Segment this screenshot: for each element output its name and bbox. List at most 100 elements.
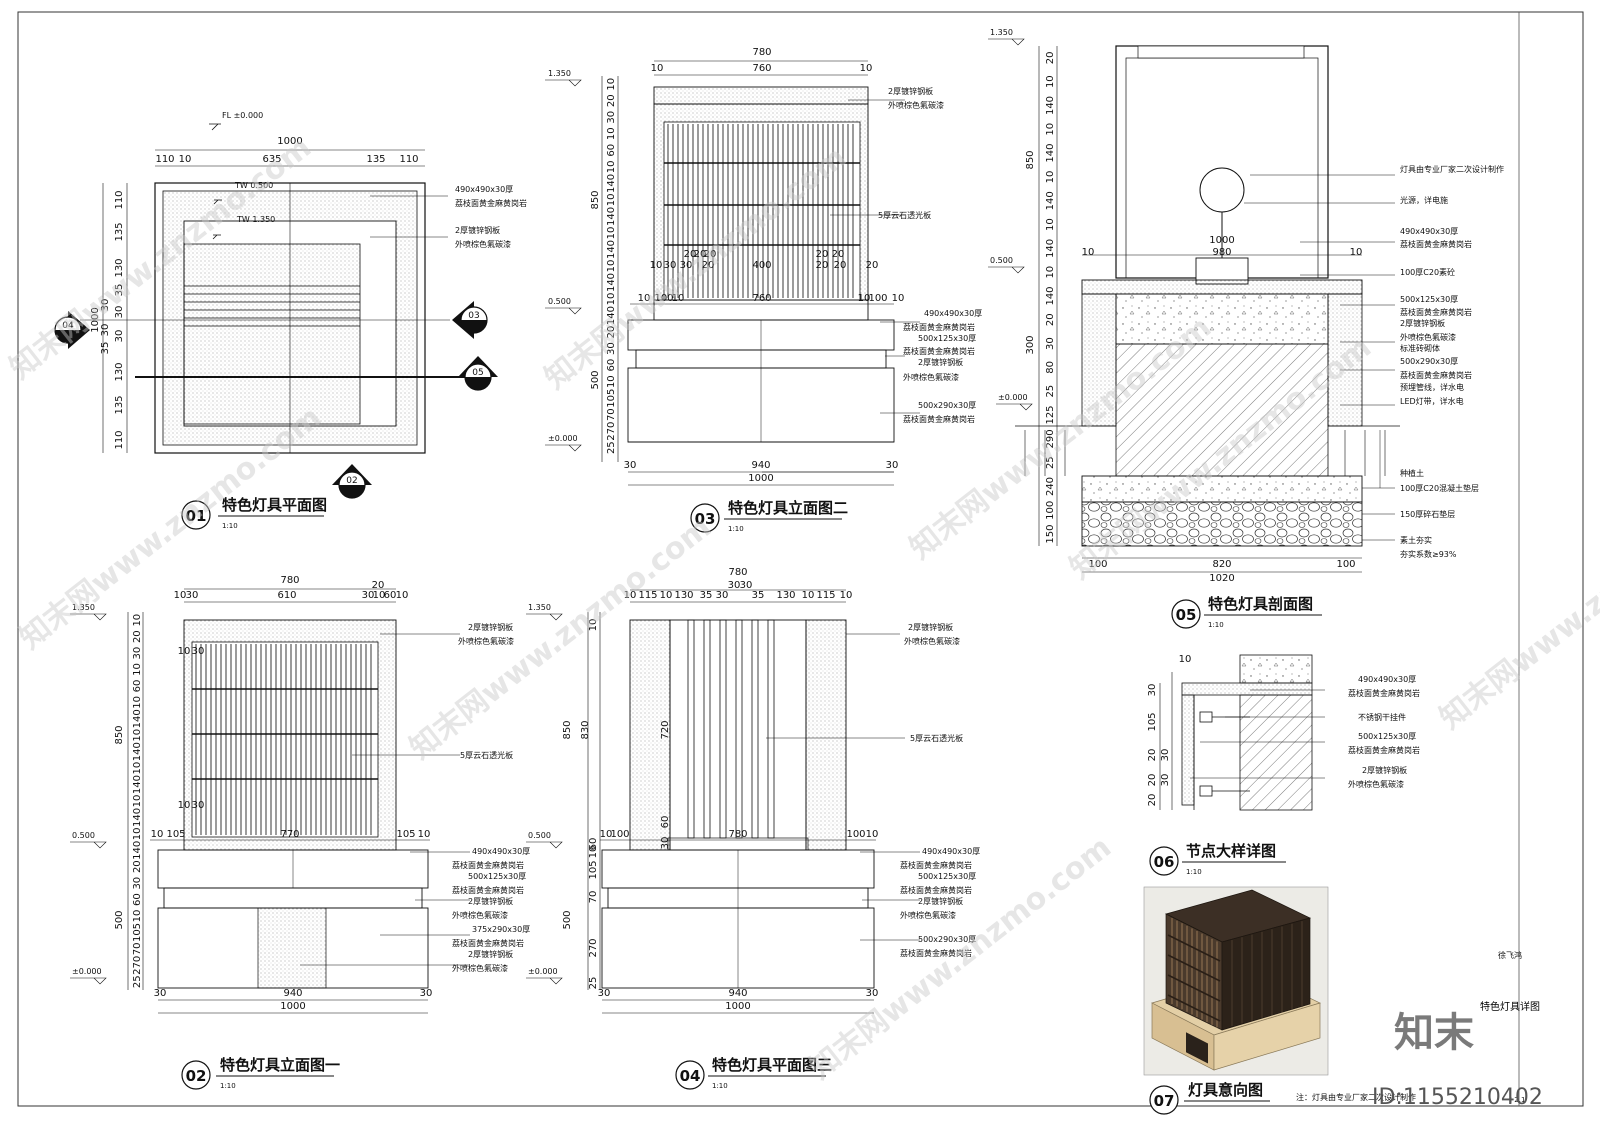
title-circle-04 bbox=[675, 1060, 705, 1090]
sec-concrete bbox=[1115, 293, 1329, 345]
dim-label: 10 bbox=[132, 828, 143, 841]
dim-label: 20 bbox=[132, 860, 143, 873]
dim-label: 10 bbox=[606, 293, 617, 306]
svg-text:300: 300 bbox=[1025, 335, 1036, 354]
plan-note-3: 2厚镀锌钢板 bbox=[455, 225, 500, 235]
svg-text:130: 130 bbox=[776, 590, 795, 601]
svg-text:850: 850 bbox=[562, 720, 573, 739]
plan-dims-left: 110 135 130 35 30 30 30 30 35 130 135 11… bbox=[100, 190, 125, 449]
svg-text:2厚镀锌钢板: 2厚镀锌钢板 bbox=[468, 896, 513, 906]
svg-text:外喷棕色氟碳漆: 外喷棕色氟碳漆 bbox=[904, 636, 960, 646]
plan-level-marker-1 bbox=[209, 123, 221, 131]
svg-text:标准砖砌体: 标准砖砌体 bbox=[1400, 343, 1440, 353]
svg-text:02: 02 bbox=[346, 476, 357, 486]
svg-text:20: 20 bbox=[816, 249, 829, 260]
svg-text:30: 30 bbox=[740, 580, 753, 591]
svg-text:400: 400 bbox=[752, 260, 771, 271]
dim-label: 20 bbox=[1045, 313, 1056, 326]
dim-label: 10 bbox=[132, 729, 143, 742]
drawing-07-render: 07 灯具意向图 bbox=[1143, 886, 1329, 1115]
svg-text:荔枝面黄金麻黄岗岩: 荔枝面黄金麻黄岗岩 bbox=[1348, 745, 1420, 755]
svg-text:720: 720 bbox=[660, 720, 671, 739]
drawing-04-elevation: 780 10 115 10 130 35 30 30 30 35 130 10 … bbox=[526, 567, 980, 1090]
svg-text:20: 20 bbox=[1147, 794, 1158, 807]
title-scale-05: 1:10 bbox=[1208, 621, 1224, 629]
svg-text:5厚云石透光板: 5厚云石透光板 bbox=[878, 210, 931, 220]
svg-text:780: 780 bbox=[280, 575, 299, 586]
drawing-02-elevation: 780 10 30 610 30 10 60 10 20 10 30 10 30… bbox=[70, 575, 530, 1090]
svg-text:490x490x30厚: 490x490x30厚 bbox=[924, 309, 982, 318]
svg-text:30: 30 bbox=[100, 299, 111, 312]
render-rail bbox=[1167, 934, 1221, 962]
svg-text:490x490x30厚: 490x490x30厚 bbox=[1358, 675, 1416, 684]
svg-text:30: 30 bbox=[598, 988, 611, 999]
section-mark-05[interactable]: 05 bbox=[458, 356, 498, 391]
dim-label: 10 bbox=[132, 762, 143, 775]
svg-text:0.500: 0.500 bbox=[528, 831, 551, 840]
dim-label: 70 bbox=[606, 408, 617, 421]
svg-text:2厚镀锌钢板: 2厚镀锌钢板 bbox=[918, 896, 963, 906]
dim-label: 105 bbox=[132, 923, 143, 942]
svg-text:1.350: 1.350 bbox=[528, 603, 551, 612]
svg-text:±0.000: ±0.000 bbox=[72, 967, 102, 976]
dim-label: 270 bbox=[606, 422, 617, 441]
svg-text:760: 760 bbox=[752, 63, 771, 74]
sec-leaders bbox=[1244, 174, 1395, 541]
svg-text:500: 500 bbox=[590, 370, 601, 389]
title-circle-01 bbox=[181, 500, 211, 530]
sec-top-slab bbox=[1081, 279, 1363, 295]
svg-text:外喷棕色氟碳漆: 外喷棕色氟碳漆 bbox=[1348, 779, 1404, 789]
plan-note-4: 外喷棕色氟碳漆 bbox=[455, 239, 511, 249]
svg-text:荔枝面黄金麻黄岗岩: 荔枝面黄金麻黄岗岩 bbox=[1348, 688, 1420, 698]
svg-text:30: 30 bbox=[624, 460, 637, 471]
svg-text:±0.000: ±0.000 bbox=[528, 967, 558, 976]
svg-text:5厚云石透光板: 5厚云石透光板 bbox=[910, 733, 963, 743]
sheet-frame bbox=[17, 11, 1584, 1107]
svg-text:外喷棕色氟碳漆: 外喷棕色氟碳漆 bbox=[452, 963, 508, 973]
svg-text:490x490x30厚: 490x490x30厚 bbox=[922, 847, 980, 856]
svg-text:10: 10 bbox=[866, 829, 879, 840]
dim-label: 80 bbox=[1045, 361, 1056, 374]
titleblock-note: 注：灯具由专业厂家二次设计制作 bbox=[1296, 1092, 1416, 1102]
title-text-07: 灯具意向图 bbox=[1188, 1081, 1263, 1099]
section-mark-04[interactable]: 04 bbox=[54, 311, 90, 349]
svg-text:610: 610 bbox=[277, 590, 296, 601]
svg-text:20: 20 bbox=[694, 249, 707, 260]
section-mark-02[interactable]: 02 bbox=[332, 464, 372, 499]
dim-label: 10 bbox=[606, 194, 617, 207]
svg-text:115: 115 bbox=[816, 590, 835, 601]
dim-label: 100 bbox=[1045, 501, 1056, 520]
svg-text:10: 10 bbox=[840, 590, 853, 601]
svg-text:20: 20 bbox=[702, 260, 715, 271]
svg-text:30: 30 bbox=[728, 580, 741, 591]
plan-note-2: 荔枝面黄金麻黄岗岩 bbox=[455, 198, 527, 208]
section-mark-03[interactable]: 03 bbox=[452, 301, 488, 339]
svg-text:25: 25 bbox=[588, 977, 599, 990]
title-number-05: 05 bbox=[1176, 606, 1197, 624]
sec-gravel bbox=[1081, 501, 1363, 547]
el4-bars bbox=[687, 619, 775, 839]
svg-text:500x290x30厚: 500x290x30厚 bbox=[918, 401, 976, 410]
svg-text:2厚镀锌钢板: 2厚镀锌钢板 bbox=[1362, 765, 1407, 775]
svg-text:20: 20 bbox=[1147, 749, 1158, 762]
dim-label: 140 bbox=[1045, 286, 1056, 305]
vertical-bar bbox=[735, 619, 743, 839]
svg-text:04: 04 bbox=[62, 321, 74, 331]
svg-text:10: 10 bbox=[660, 590, 673, 601]
sec-light-globe bbox=[1199, 167, 1245, 213]
svg-text:2厚镀锌钢板: 2厚镀锌钢板 bbox=[918, 357, 963, 367]
plan-dim-135: 135 bbox=[366, 154, 385, 165]
svg-text:10: 10 bbox=[178, 646, 191, 657]
el3-level-2: 0.500 bbox=[548, 297, 571, 306]
plan-dim-left-total: 1000 bbox=[90, 307, 101, 332]
plan-label-fl: FL ±0.000 bbox=[222, 111, 263, 120]
svg-text:荔枝面黄金麻黄岗岩: 荔枝面黄金麻黄岗岩 bbox=[903, 414, 975, 424]
svg-text:10: 10 bbox=[650, 260, 663, 271]
render-rail bbox=[1167, 974, 1221, 1002]
svg-text:100: 100 bbox=[610, 829, 629, 840]
svg-text:130: 130 bbox=[114, 362, 125, 381]
svg-text:30: 30 bbox=[192, 646, 205, 657]
dim-label: 10 bbox=[1045, 171, 1056, 184]
title-scale-01: 1:10 bbox=[222, 522, 238, 530]
render-base-right bbox=[1213, 1002, 1321, 1071]
